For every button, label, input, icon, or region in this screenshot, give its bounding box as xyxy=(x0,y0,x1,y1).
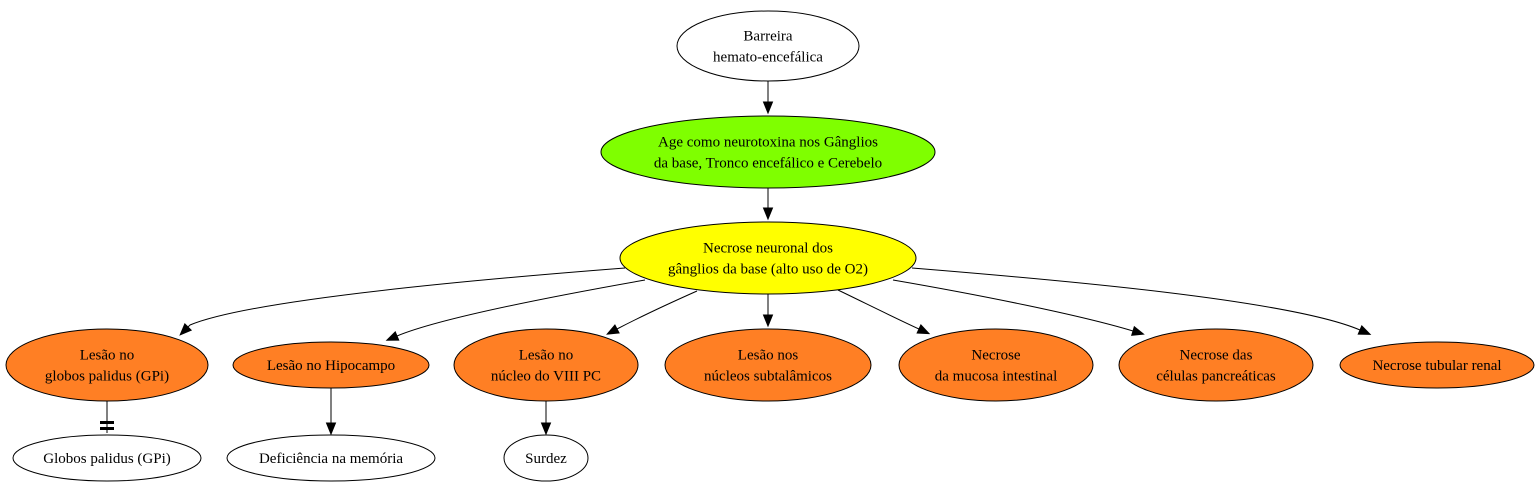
arrowhead-icon xyxy=(762,314,774,328)
edge-barreira-to-neurotoxina xyxy=(762,81,774,115)
node-label: núcleos subtalâmicos xyxy=(704,369,832,385)
node-label: Lesão no xyxy=(80,348,135,364)
edge-line xyxy=(911,267,1361,331)
node-ellipse xyxy=(5,328,209,402)
node-necrose-renal: Necrose tubular renal xyxy=(1339,341,1535,389)
node-label: hemato-encefálica xyxy=(713,50,823,66)
node-label: Lesão nos xyxy=(738,348,799,364)
tee-bar-icon xyxy=(100,421,114,424)
edge-neurotoxina-to-necrose_neuronal xyxy=(762,188,774,221)
arrowhead-icon xyxy=(916,324,931,335)
node-ellipse xyxy=(226,434,436,482)
node-globos-palidus: Globos palidus (GPi) xyxy=(12,434,202,482)
edge-line xyxy=(396,279,646,337)
node-label: Globos palidus (GPi) xyxy=(43,451,171,467)
node-ellipse xyxy=(676,10,860,82)
edge-necrose_neuronal-to-lesao_subtalamicos xyxy=(762,294,774,328)
node-label: Deficiência na memória xyxy=(259,451,403,467)
node-lesao-subtalamicos: Lesão nos núcleos subtalâmicos xyxy=(664,328,872,402)
arrowhead-icon xyxy=(1357,324,1372,335)
arrowhead-icon xyxy=(325,422,337,436)
node-ellipse xyxy=(1118,328,1314,402)
node-label: Necrose tubular renal xyxy=(1372,358,1501,374)
edge-necrose_neuronal-to-necrose_pancreaticas xyxy=(892,279,1145,336)
edge-necrose_neuronal-to-necrose_mucosa xyxy=(837,289,931,335)
node-ellipse xyxy=(503,434,589,482)
edge-lesao_hipocampo-to-deficiencia xyxy=(325,388,337,436)
node-label: células pancreáticas xyxy=(1156,369,1276,385)
tee-bar-icon xyxy=(100,427,114,430)
edge-necrose_neuronal-to-lesao_viii xyxy=(606,290,698,335)
node-surdez: Surdez xyxy=(503,434,589,482)
node-label: Surdez xyxy=(525,451,567,467)
node-ellipse xyxy=(1339,341,1535,389)
node-ellipse xyxy=(664,328,872,402)
arrowhead-icon xyxy=(762,101,774,115)
node-label: gânglios da base (alto uso de O2) xyxy=(668,262,868,278)
node-label: globos palidus (GPi) xyxy=(45,369,169,385)
arrowhead-icon xyxy=(385,330,400,341)
node-necrose-neuronal: Necrose neuronal dos gânglios da base (al… xyxy=(619,221,917,295)
arrowhead-icon xyxy=(179,322,193,336)
node-ellipse xyxy=(232,341,430,389)
edge-necrose_neuronal-to-lesao_hipocampo xyxy=(385,279,646,341)
edge-necrose_neuronal-to-necrose_renal xyxy=(911,267,1372,335)
node-neurotoxina: Age como neurotoxina nos Gânglios da base… xyxy=(600,115,936,189)
node-lesao-hipocampo: Lesão no Hipocampo xyxy=(232,341,430,389)
node-label: Age como neurotoxina nos Gânglios xyxy=(658,135,878,151)
node-label: da mucosa intestinal xyxy=(935,369,1057,385)
edge-necrose_neuronal-to-lesao_gpi xyxy=(179,267,626,336)
node-necrose-mucosa: Necrose da mucosa intestinal xyxy=(898,328,1094,402)
node-deficiencia: Deficiência na memória xyxy=(226,434,436,482)
node-label: Necrose das xyxy=(1180,348,1253,364)
edge-line xyxy=(616,290,698,330)
node-ellipse xyxy=(619,221,917,295)
node-label: Necrose xyxy=(971,348,1020,364)
node-label: Lesão no Hipocampo xyxy=(267,358,395,374)
node-barreira: Barreira hemato-encefálica xyxy=(676,10,860,82)
node-label: da base, Tronco encefálico e Cerebelo xyxy=(654,156,882,172)
node-ellipse xyxy=(453,328,639,402)
edge-line xyxy=(187,267,626,328)
node-label: Necrose neuronal dos xyxy=(703,241,833,257)
edge-line xyxy=(892,279,1134,332)
arrowhead-icon xyxy=(762,207,774,221)
arrowhead-icon xyxy=(606,324,620,335)
edge-lesao_viii-to-surdez xyxy=(540,401,552,436)
node-lesao-viii: Lesão no núcleo do VIII PC xyxy=(453,328,639,402)
edge-line xyxy=(837,289,920,330)
arrowhead-icon xyxy=(1131,325,1145,336)
node-label: Barreira xyxy=(743,29,792,45)
edges-layer xyxy=(100,81,1372,436)
edge-lesao_gpi-to-globos_palidus xyxy=(100,401,114,433)
node-label: núcleo do VIII PC xyxy=(491,369,601,385)
arrowhead-icon xyxy=(540,422,552,436)
node-ellipse xyxy=(12,434,202,482)
node-label: Lesão no xyxy=(519,348,574,364)
node-lesao-gpi: Lesão no globos palidus (GPi) xyxy=(5,328,209,402)
node-necrose-pancreaticas: Necrose das células pancreáticas xyxy=(1118,328,1314,402)
node-ellipse xyxy=(600,115,936,189)
node-ellipse xyxy=(898,328,1094,402)
